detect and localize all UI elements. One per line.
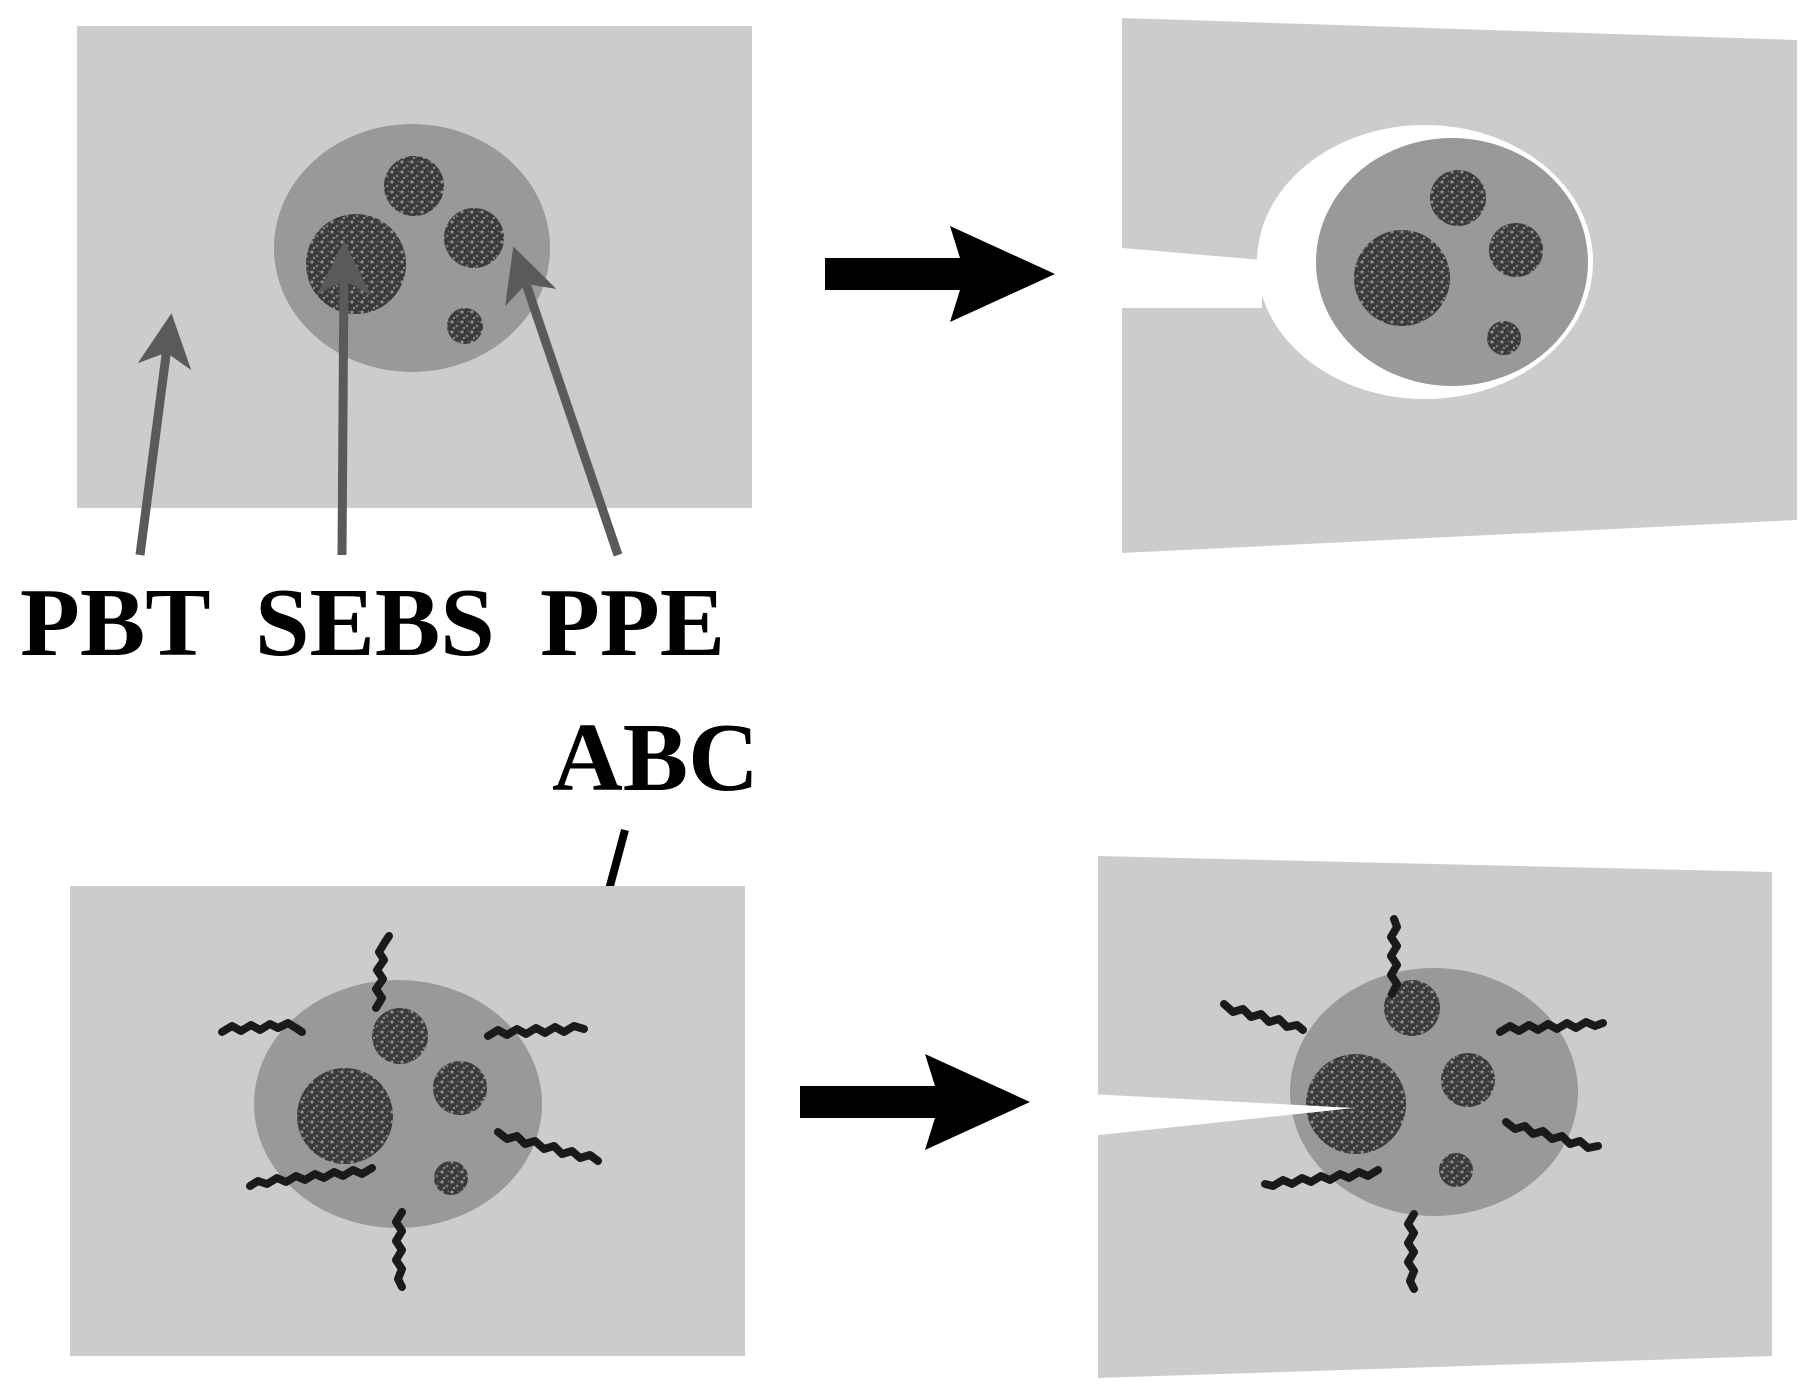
sebs-label: SEBS: [255, 569, 495, 677]
ppe-domain: [1439, 1153, 1473, 1187]
panel-bottom-left: [70, 886, 745, 1356]
pbt-label: PBT: [20, 569, 211, 677]
abc-chain: [1502, 1118, 1602, 1152]
abc-chains: [1220, 915, 1607, 1293]
ppe-domain: [1384, 980, 1440, 1036]
panel-top-right: [1122, 18, 1797, 553]
sebs-pointer-arrow: [316, 241, 371, 556]
pbt-pointer-arrow: [135, 313, 192, 556]
ppe-domain: [1489, 223, 1543, 277]
abc-chain: [1387, 915, 1401, 998]
process-arrow-bottom: [800, 1054, 1030, 1150]
abc-chain: [1261, 1166, 1382, 1190]
crack: [1090, 1094, 1354, 1136]
sebs-particle: [254, 980, 542, 1228]
abc-chain: [1404, 1210, 1418, 1293]
ppe-domain: [1441, 1053, 1495, 1107]
abc-chain: [1220, 1000, 1307, 1034]
ppe-pointer-arrow: [505, 246, 623, 557]
ppe-domain: [1354, 230, 1450, 326]
abc-chain: [494, 1128, 602, 1165]
ppe-domain: [306, 214, 406, 314]
ppe-domain: [447, 308, 483, 344]
abc-chain: [372, 932, 393, 1012]
abc-chain: [1496, 1018, 1607, 1036]
panel-bottom-right: [1090, 856, 1772, 1378]
ppe-domain: [297, 1068, 393, 1164]
ppe-domain: [1306, 1054, 1406, 1154]
abc-chain: [484, 1022, 588, 1040]
abc-annotation: ABC: [552, 704, 759, 1014]
ppe-domain: [1430, 170, 1486, 226]
abc-chain: [246, 1164, 376, 1190]
ppe-domain: [444, 208, 504, 268]
process-arrow-top: [825, 226, 1055, 322]
ppe-domain: [384, 156, 444, 216]
abc-label: ABC: [552, 704, 759, 812]
ppe-domain: [1487, 321, 1521, 355]
abc-chain: [392, 1208, 406, 1291]
panel-top-left: PBT SEBS PPE: [20, 26, 752, 677]
ppe-label: PPE: [540, 569, 725, 677]
ppe-domain: [434, 1161, 468, 1195]
abc-chains: [218, 932, 602, 1291]
ppe-domain: [372, 1008, 428, 1064]
sebs-particle: [1316, 138, 1588, 386]
ppe-domain: [433, 1061, 487, 1115]
abc-chain: [218, 1019, 306, 1036]
